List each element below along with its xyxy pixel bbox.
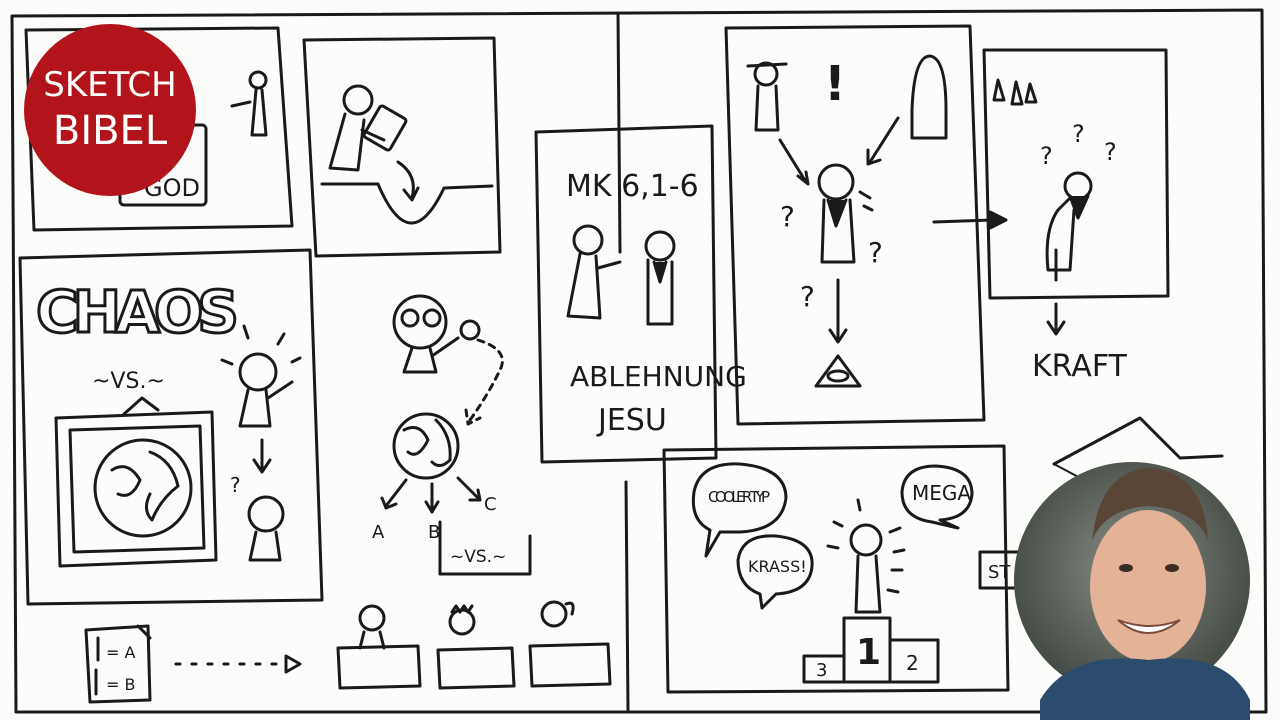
branch-label-c: C	[484, 494, 497, 515]
place-second: 2	[906, 651, 919, 675]
divider-top	[616, 12, 622, 254]
desk-2	[436, 646, 516, 690]
speech-bubble	[900, 464, 974, 530]
bible-reference: MK 6,1-6	[566, 169, 699, 204]
tablet-icon	[362, 104, 408, 152]
chaos-title: CHAOS	[36, 278, 235, 346]
frame-hanger	[122, 396, 160, 416]
outer-frame	[10, 8, 1268, 714]
kraft-label: KRAFT	[1032, 349, 1128, 384]
eye-triangle-icon	[814, 354, 862, 388]
bubble-text-mega: MEGA	[912, 481, 971, 505]
globe-icon	[93, 438, 193, 538]
stick-figure-head	[248, 70, 268, 90]
place-first: 1	[856, 632, 881, 673]
divider-bottom	[624, 480, 630, 712]
desk-1	[336, 644, 422, 690]
hat-figure	[746, 62, 788, 132]
arrow-down-icon	[396, 160, 420, 202]
desk-3	[528, 642, 612, 688]
heading-line2: JESU	[596, 403, 667, 438]
panel-intro	[24, 26, 294, 232]
speech-bubble	[736, 534, 814, 610]
panel-confusion	[724, 24, 986, 426]
branch-label-b: B	[428, 522, 440, 543]
hanging-sign	[1052, 416, 1224, 466]
question-mark: ?	[1072, 120, 1085, 148]
podium-second	[888, 638, 940, 684]
question-mark: ?	[800, 280, 815, 313]
stick-figure-body	[230, 88, 268, 137]
heading-line1: ABLEHNUNG	[570, 360, 747, 393]
card-line-a: = A	[106, 643, 135, 662]
logo-line2: BIBEL	[53, 108, 168, 154]
question-mark: ?	[230, 473, 241, 497]
question-mark: ?	[1104, 138, 1117, 166]
side-sign-text: ST	[988, 562, 1011, 583]
logo-badge	[24, 24, 196, 196]
index-card	[84, 624, 152, 704]
presenter-avatar	[1014, 462, 1250, 720]
question-mark: ?	[1040, 142, 1053, 170]
question-mark: ?	[868, 236, 883, 269]
arrow-right	[932, 218, 994, 224]
glasses-person-head	[392, 294, 448, 350]
branch-label-a: A	[372, 522, 385, 543]
logo-line1: SKETCH	[43, 65, 176, 105]
picture-frame	[54, 410, 218, 568]
speech-bubble	[691, 462, 788, 558]
panel-chaos	[18, 248, 324, 606]
question-mark: ?	[780, 200, 795, 233]
chaos-vs: ~VS.~	[92, 369, 165, 394]
bubble-text-krass: KRASS!	[748, 557, 807, 576]
veiled-figure	[910, 54, 948, 140]
arrow-down-icon	[252, 438, 272, 474]
dip-line	[320, 182, 494, 225]
podium-third	[802, 654, 846, 684]
place-third: 3	[816, 660, 827, 681]
panel-tablet	[302, 36, 502, 258]
card-line-b: = B	[106, 675, 135, 694]
bubble-text-cool: COOLER TYP	[708, 488, 770, 506]
panel-kraft	[982, 48, 1170, 300]
globe-icon	[392, 412, 460, 480]
title-card	[534, 124, 718, 464]
exclamation-mark: !	[824, 56, 846, 112]
panel-podium	[662, 444, 1010, 694]
branch-vs: ~VS.~	[450, 547, 506, 567]
